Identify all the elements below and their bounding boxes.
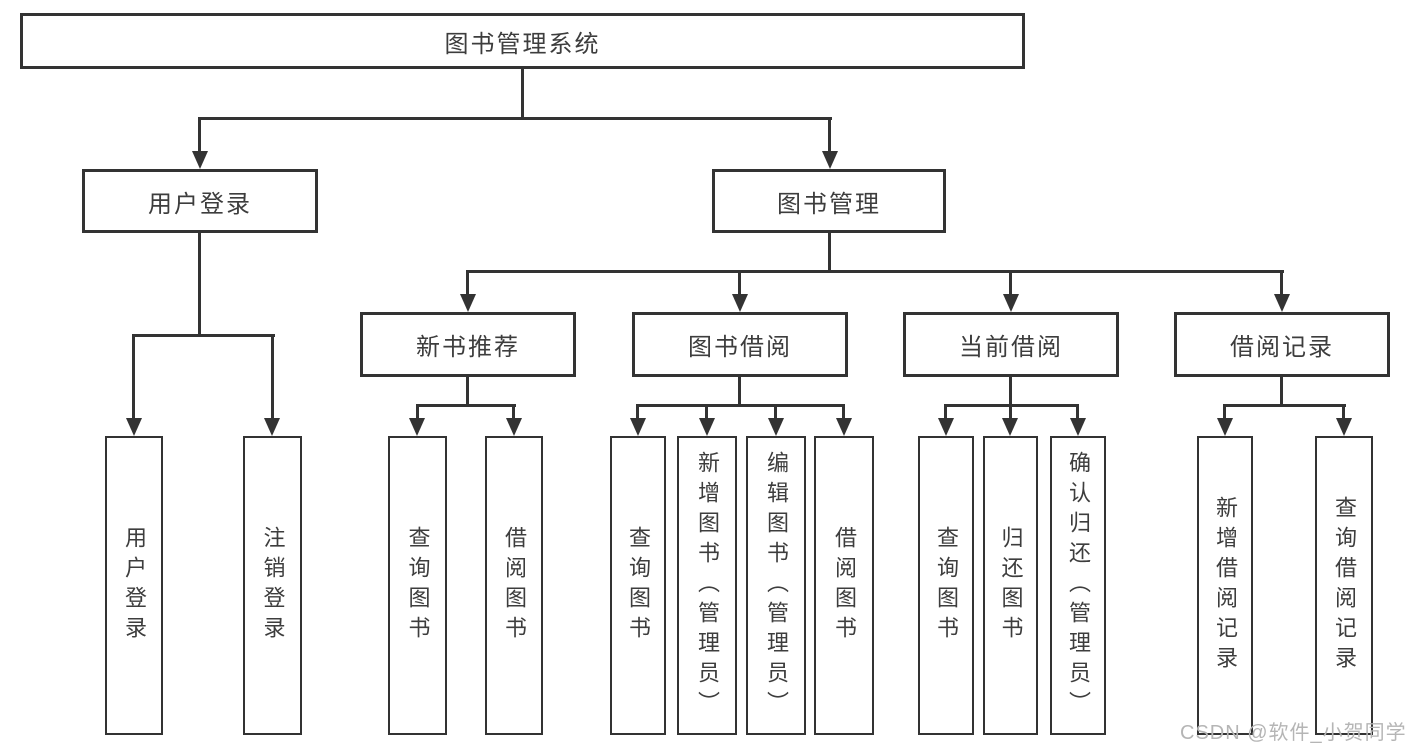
arrowhead-down-icon bbox=[409, 418, 425, 436]
connector-line bbox=[1076, 404, 1079, 420]
arrowhead-down-icon bbox=[1070, 418, 1086, 436]
connector-line bbox=[842, 404, 845, 420]
connector-line bbox=[1009, 270, 1012, 298]
connector-line bbox=[466, 377, 469, 405]
arrowhead-down-icon bbox=[699, 418, 715, 436]
node-current-borrowing: 当前借阅 bbox=[903, 312, 1119, 377]
arrowhead-down-icon bbox=[938, 418, 954, 436]
arrowhead-down-icon bbox=[264, 418, 280, 436]
arrowhead-down-icon bbox=[460, 294, 476, 312]
csdn-watermark: CSDN @软件_小贺同学 bbox=[1180, 722, 1405, 744]
connector-line bbox=[132, 334, 135, 420]
leaf-logout-label: 注销登录 bbox=[260, 525, 286, 646]
node-new-book-recommend: 新书推荐 bbox=[360, 312, 576, 377]
connector-line bbox=[271, 334, 274, 420]
connector-line bbox=[466, 270, 469, 298]
leaf-query-books-current-label: 查询图书 bbox=[934, 525, 959, 646]
node-user-login: 用户登录 bbox=[82, 169, 318, 233]
leaf-edit-books-admin: 编辑图书（管理员） bbox=[746, 436, 806, 735]
node-root: 图书管理系统 bbox=[20, 13, 1025, 69]
connector-line bbox=[1342, 404, 1345, 420]
node-root-label: 图书管理系统 bbox=[444, 30, 601, 58]
connector-line bbox=[132, 334, 275, 337]
connector-line bbox=[1223, 404, 1346, 407]
arrowhead-down-icon bbox=[1274, 294, 1290, 312]
leaf-return-books-label: 归还图书 bbox=[998, 525, 1024, 646]
leaf-user-login: 用户登录 bbox=[105, 436, 163, 735]
arrowhead-down-icon bbox=[126, 418, 142, 436]
node-new-book-recommend-label: 新书推荐 bbox=[416, 334, 520, 361]
leaf-edit-books-admin-label: 编辑图书（管理员） bbox=[764, 450, 789, 721]
leaf-logout: 注销登录 bbox=[243, 436, 302, 735]
connector-line bbox=[738, 270, 741, 298]
leaf-borrow-books-borrowing-label: 借阅图书 bbox=[832, 525, 857, 646]
connector-line bbox=[636, 404, 639, 420]
leaf-add-books-admin-label: 新增图书（管理员） bbox=[695, 450, 720, 721]
leaf-query-books-borrowing-label: 查询图书 bbox=[626, 525, 651, 646]
connector-line bbox=[198, 233, 201, 337]
node-borrowing-records-label: 借阅记录 bbox=[1230, 334, 1334, 361]
connector-line bbox=[416, 404, 516, 407]
leaf-add-books-admin: 新增图书（管理员） bbox=[677, 436, 737, 735]
connector-line bbox=[828, 117, 831, 154]
leaf-query-borrow-record: 查询借阅记录 bbox=[1315, 436, 1373, 735]
arrowhead-down-icon bbox=[1217, 418, 1233, 436]
node-book-borrowing-label: 图书借阅 bbox=[688, 334, 792, 361]
connector-line bbox=[521, 69, 524, 119]
node-user-login-label: 用户登录 bbox=[148, 190, 252, 218]
leaf-borrow-books-recommend-label: 借阅图书 bbox=[502, 525, 527, 646]
connector-line bbox=[636, 404, 845, 407]
leaf-borrow-books-borrowing: 借阅图书 bbox=[814, 436, 874, 735]
arrowhead-down-icon bbox=[630, 418, 646, 436]
arrowhead-down-icon bbox=[732, 294, 748, 312]
node-current-borrowing-label: 当前借阅 bbox=[959, 334, 1063, 361]
leaf-borrow-books-recommend: 借阅图书 bbox=[485, 436, 543, 735]
node-borrowing-records: 借阅记录 bbox=[1174, 312, 1390, 377]
leaf-query-borrow-record-label: 查询借阅记录 bbox=[1332, 495, 1357, 676]
connector-line bbox=[466, 270, 1284, 273]
connector-line bbox=[774, 404, 777, 420]
arrowhead-down-icon bbox=[506, 418, 522, 436]
connector-line bbox=[416, 404, 419, 420]
leaf-query-books-borrowing: 查询图书 bbox=[610, 436, 666, 735]
arrowhead-down-icon bbox=[1002, 418, 1018, 436]
leaf-query-books-recommend: 查询图书 bbox=[388, 436, 447, 735]
node-book-borrowing: 图书借阅 bbox=[632, 312, 848, 377]
arrowhead-down-icon bbox=[822, 151, 838, 169]
node-book-management: 图书管理 bbox=[712, 169, 946, 233]
arrowhead-down-icon bbox=[768, 418, 784, 436]
connector-line bbox=[198, 117, 201, 154]
arrowhead-down-icon bbox=[836, 418, 852, 436]
connector-line bbox=[198, 117, 832, 120]
arrowhead-down-icon bbox=[1003, 294, 1019, 312]
connector-line bbox=[1280, 270, 1283, 298]
connector-line bbox=[1009, 404, 1012, 420]
arrowhead-down-icon bbox=[192, 151, 208, 169]
leaf-add-borrow-record-label: 新增借阅记录 bbox=[1213, 495, 1238, 676]
leaf-query-books-recommend-label: 查询图书 bbox=[405, 525, 431, 646]
connector-line bbox=[828, 233, 831, 273]
leaf-user-login-label: 用户登录 bbox=[122, 525, 147, 646]
leaf-confirm-return-admin: 确认归还（管理员） bbox=[1050, 436, 1106, 735]
arrowhead-down-icon bbox=[1336, 418, 1352, 436]
connector-line bbox=[944, 404, 947, 420]
connector-line bbox=[1223, 404, 1226, 420]
leaf-add-borrow-record: 新增借阅记录 bbox=[1197, 436, 1253, 735]
connector-line bbox=[738, 377, 741, 405]
connector-line bbox=[1009, 377, 1012, 405]
node-book-management-label: 图书管理 bbox=[777, 190, 881, 218]
connector-line bbox=[705, 404, 708, 420]
leaf-query-books-current: 查询图书 bbox=[918, 436, 974, 735]
leaf-return-books: 归还图书 bbox=[983, 436, 1038, 735]
leaf-confirm-return-admin-label: 确认归还（管理员） bbox=[1066, 450, 1091, 721]
connector-line bbox=[1280, 377, 1283, 405]
connector-line bbox=[512, 404, 515, 420]
